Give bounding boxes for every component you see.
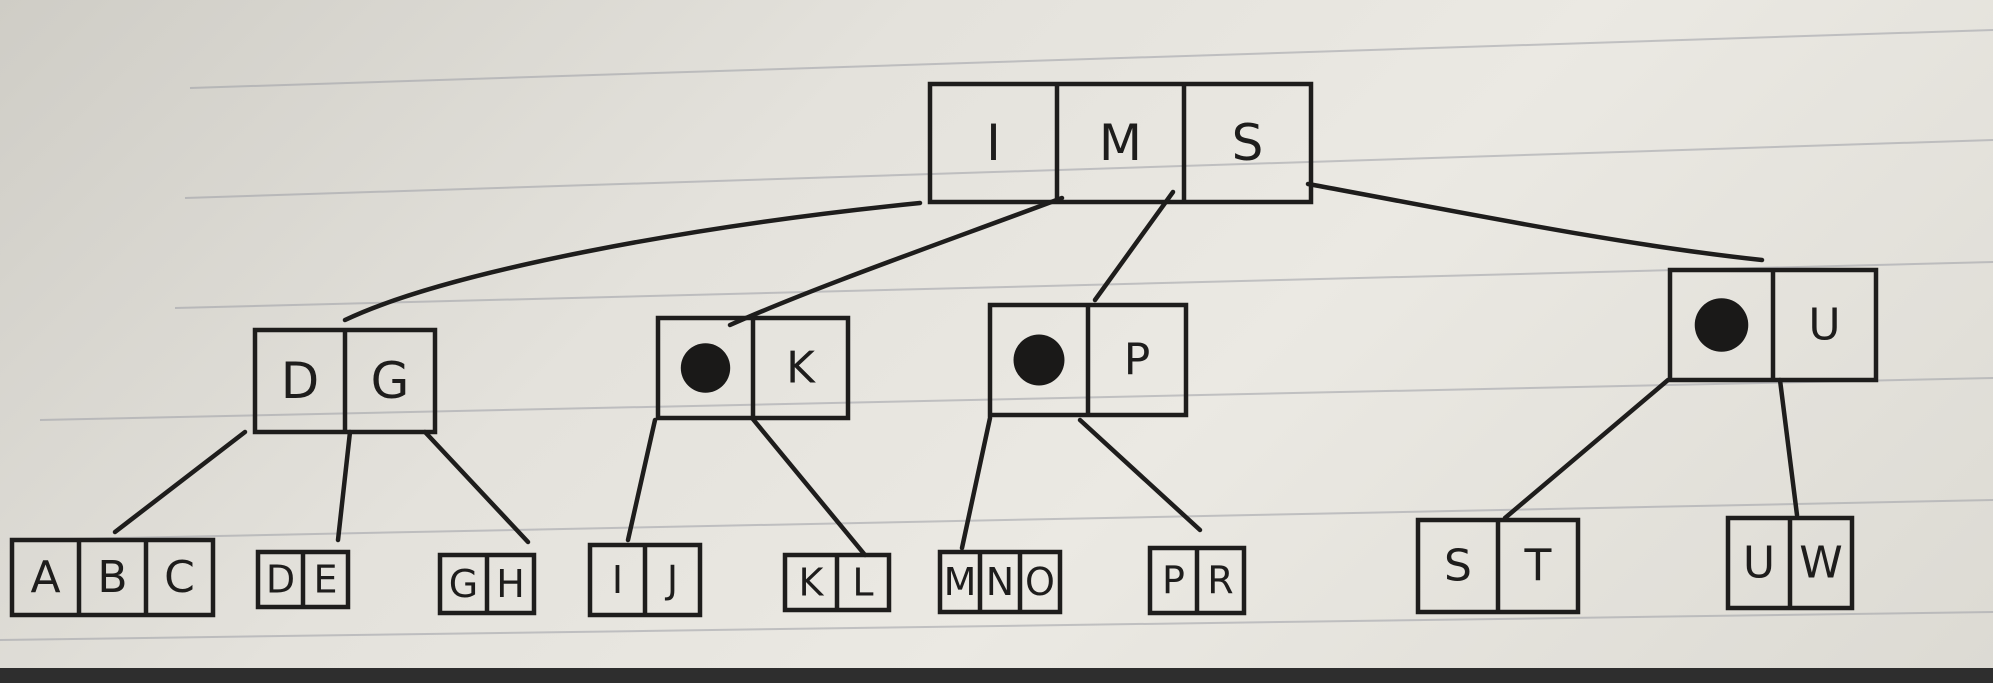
node-key: L bbox=[852, 561, 873, 605]
node-key: U bbox=[1743, 538, 1775, 589]
notebook-ruling bbox=[0, 29, 1993, 641]
node-key: G bbox=[449, 562, 478, 606]
root-node-box bbox=[927, 81, 1314, 205]
node-key: H bbox=[496, 562, 525, 606]
node-key: M bbox=[944, 560, 977, 604]
tree-edges bbox=[112, 181, 1800, 558]
node-key: R bbox=[1207, 559, 1233, 603]
node-key: C bbox=[164, 552, 195, 603]
edge-dg-de bbox=[335, 429, 353, 543]
node-key: I bbox=[612, 558, 623, 602]
node-key: G bbox=[371, 352, 410, 410]
edge-p-pr bbox=[1077, 417, 1203, 533]
node-key: S bbox=[1444, 541, 1472, 592]
edge-u-st bbox=[1502, 377, 1671, 521]
node-key: P bbox=[1124, 335, 1151, 386]
node-key: N bbox=[986, 560, 1014, 604]
internal-node: K bbox=[655, 315, 851, 421]
node-key: J bbox=[665, 558, 678, 602]
node-key: D bbox=[266, 558, 295, 602]
node-key: E bbox=[313, 558, 337, 602]
internal-node: P bbox=[987, 302, 1189, 418]
node-key: M bbox=[1099, 114, 1142, 172]
node-key: I bbox=[986, 114, 1001, 172]
leaf-node-box bbox=[9, 537, 216, 618]
node-key: B bbox=[97, 552, 127, 603]
internal-node: U bbox=[1667, 267, 1879, 383]
node-key: K bbox=[799, 561, 825, 605]
node-key: P bbox=[1162, 559, 1185, 603]
edge-p-mno bbox=[959, 415, 993, 551]
edge-root-k bbox=[727, 195, 1065, 328]
node-key: A bbox=[30, 552, 60, 603]
node-key: U bbox=[1808, 300, 1840, 351]
scribbled-out-key bbox=[680, 343, 731, 393]
node-key: W bbox=[1799, 538, 1843, 589]
node-key: S bbox=[1232, 114, 1264, 172]
leaf-node-box bbox=[937, 549, 1063, 615]
node-key: O bbox=[1025, 560, 1055, 604]
edge-dg-gh bbox=[422, 429, 531, 545]
edge-dg-abc bbox=[112, 429, 248, 535]
edge-root-dg bbox=[342, 200, 923, 323]
scribbled-out-key bbox=[1694, 298, 1749, 352]
edge-root-u bbox=[1305, 181, 1765, 263]
node-key: K bbox=[786, 343, 816, 394]
node-key: T bbox=[1524, 541, 1552, 592]
edge-k-kl bbox=[749, 415, 868, 558]
scribbled-out-key bbox=[1013, 334, 1065, 386]
page-edge bbox=[0, 668, 1993, 683]
edge-k-ij bbox=[625, 417, 658, 543]
node-key: D bbox=[281, 352, 320, 410]
edge-root-p bbox=[1092, 189, 1176, 303]
edge-u-uw bbox=[1777, 377, 1800, 518]
